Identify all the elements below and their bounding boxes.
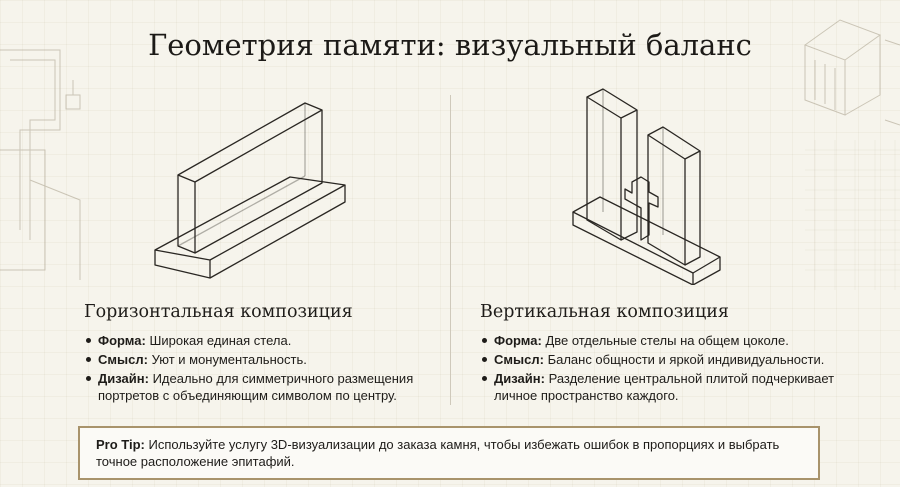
vertical-composition-section: Вертикальная композиция Форма: Две отдел… — [480, 302, 860, 406]
column-divider — [450, 95, 451, 405]
horizontal-composition-section: Горизонтальная композиция Форма: Широкая… — [84, 302, 439, 406]
list-item: Смысл: Баланс общности и яркой индивидуа… — [480, 351, 860, 368]
vertical-composition-list: Форма: Две отдельные стелы на общем цоко… — [480, 332, 860, 404]
horizontal-monument-illustration — [154, 102, 346, 279]
vertical-monument-illustration — [572, 88, 721, 285]
list-item: Форма: Две отдельные стелы на общем цоко… — [480, 332, 860, 349]
pro-tip-box: Pro Tip: Используйте услугу 3D-визуализа… — [78, 426, 820, 480]
decorative-building-left — [0, 49, 81, 280]
horizontal-composition-list: Форма: Широкая единая стела. Смысл: Уют … — [84, 332, 439, 404]
horizontal-composition-heading: Горизонтальная композиция — [84, 302, 353, 322]
list-item: Дизайн: Разделение центральной плитой по… — [480, 370, 860, 404]
list-item: Форма: Широкая единая стела. — [84, 332, 439, 349]
pro-tip-label: Pro Tip: — [96, 437, 145, 452]
vertical-composition-heading: Вертикальная композиция — [480, 302, 729, 322]
decorative-building-right — [803, 19, 900, 290]
pro-tip-text: Используйте услугу 3D-визуализации до за… — [96, 437, 780, 469]
list-item: Смысл: Уют и монументальность. — [84, 351, 439, 368]
page-title: Геометрия памяти: визуальный баланс — [148, 28, 752, 62]
list-item: Дизайн: Идеально для симметричного разме… — [84, 370, 439, 404]
